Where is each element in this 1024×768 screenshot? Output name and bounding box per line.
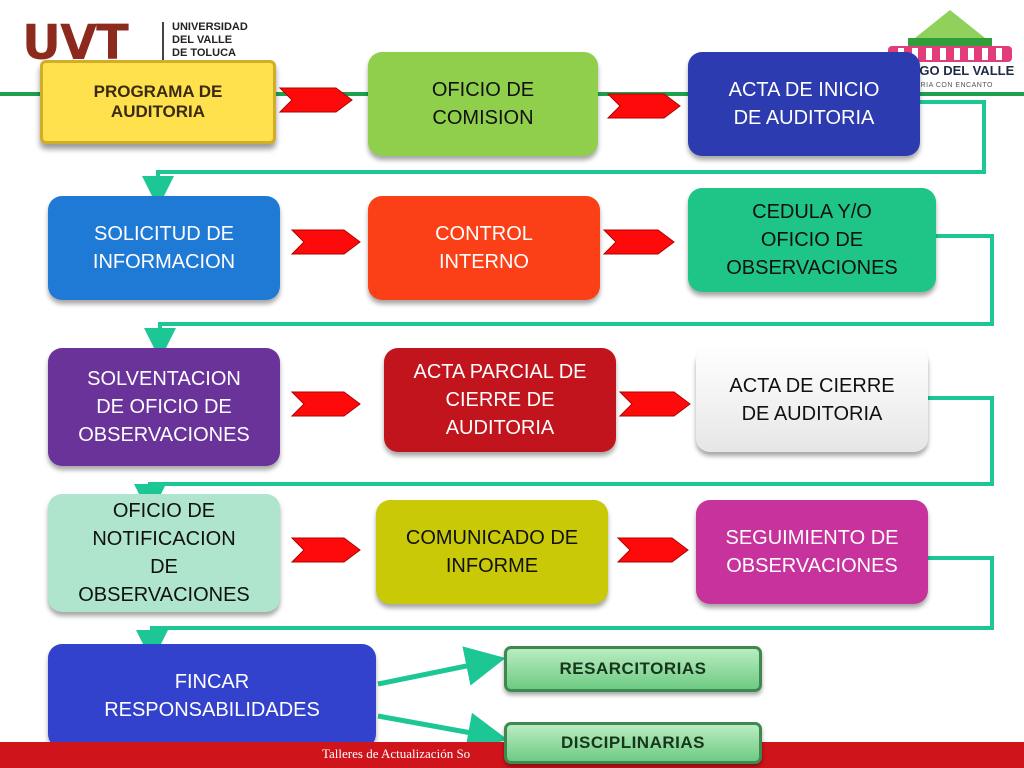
step-programa-de-auditoria: PROGRAMA DE AUDITORIA: [40, 60, 276, 144]
step-fincar-responsabilidades: FINCAR RESPONSABILIDADES: [48, 644, 376, 748]
municipality-slogan: TORIA CON ENCANTO: [910, 82, 993, 89]
step-notificacion-label: OFICIO DE NOTIFICACION DE OBSERVACIONES: [78, 500, 250, 606]
step-oficio-de-comision: OFICIO DE COMISION: [368, 52, 598, 156]
connector-row3-row4: [134, 396, 994, 516]
uvt-logo-divider: [162, 22, 164, 68]
step-seguimiento-label: SEGUIMIENTO DE OBSERVACIONES: [725, 527, 899, 577]
step-acta-inicio-label: ACTA DE INICIO DE AUDITORIA: [728, 79, 880, 129]
step-acta-parcial-de-cierre: ACTA PARCIAL DE CIERRE DE AUDITORIA: [384, 348, 616, 452]
step-cedula-label: CEDULA Y/O OFICIO DE OBSERVACIONES: [726, 201, 898, 279]
footer-text: Talleres de Actualización So: [322, 746, 471, 761]
arrow-control-cedula: [602, 229, 675, 255]
connector-row4-row5: [136, 556, 994, 662]
uvt-logo-mark: UVT: [22, 15, 129, 71]
arrow-programa-oficio: [278, 87, 353, 113]
step-solventacion-label: SOLVENTACION DE OFICIO DE OBSERVACIONES: [78, 368, 250, 446]
step-solventacion: SOLVENTACION DE OFICIO DE OBSERVACIONES: [48, 348, 280, 466]
step-acta-parcial-label: ACTA PARCIAL DE CIERRE DE AUDITORIA: [413, 361, 587, 439]
arrow-acta-parcial-acta-cierre: [618, 391, 691, 417]
step-control-interno-label: CONTROL INTERNO: [435, 223, 533, 273]
step-comunicado-label: COMUNICADO DE INFORME: [405, 527, 579, 577]
outcome-disciplinarias-label: DISCIPLINARIAS: [561, 733, 705, 752]
arrow-solventacion-acta-parcial: [290, 391, 361, 417]
outcome-resarcitorias-label: RESARCITORIAS: [559, 659, 707, 678]
step-fincar-label: FINCAR RESPONSABILIDADES: [104, 671, 320, 721]
connector-row1-row2: [142, 100, 986, 208]
step-comunicado-de-informe: COMUNICADO DE INFORME: [376, 500, 608, 604]
uvt-logo-name: UNIVERSIDAD DEL VALLE DE TOLUCA: [172, 21, 248, 59]
step-solicitud-label: SOLICITUD DE INFORMACION: [92, 223, 236, 273]
step-acta-de-inicio: ACTA DE INICIO DE AUDITORIA: [688, 52, 920, 156]
arrow-solicitud-control: [290, 229, 361, 255]
municipality-emblem-icon: [888, 10, 1012, 62]
step-oficio-de-notificacion: OFICIO DE NOTIFICACION DE OBSERVACIONES: [48, 494, 280, 612]
arrow-comunicado-seguimiento: [616, 537, 689, 563]
step-oficio-comision-label: OFICIO DE COMISION: [431, 79, 535, 129]
uvt-logo: UVT UNIVERSIDAD DEL VALLE DE TOLUCA: [22, 15, 248, 71]
outcome-disciplinarias: DISCIPLINARIAS: [504, 722, 762, 764]
step-control-interno: CONTROL INTERNO: [368, 196, 600, 300]
municipality-logo: NGO DEL VALLE TORIA CON ENCANTO: [880, 4, 1020, 94]
step-acta-cierre-label: ACTA DE CIERRE DE AUDITORIA: [729, 375, 895, 425]
arrow-notificacion-comunicado: [290, 537, 361, 563]
step-cedula-oficio-observaciones: CEDULA Y/O OFICIO DE OBSERVACIONES: [688, 188, 936, 292]
outcome-resarcitorias: RESARCITORIAS: [504, 646, 762, 692]
connector-fincar-resarcitorias: [377, 646, 506, 687]
step-seguimiento-de-observaciones: SEGUIMIENTO DE OBSERVACIONES: [696, 500, 928, 604]
step-solicitud-de-informacion: SOLICITUD DE INFORMACION: [48, 196, 280, 300]
step-acta-de-cierre: ACTA DE CIERRE DE AUDITORIA: [696, 348, 928, 452]
municipality-name: NGO DEL VALLE: [910, 63, 1015, 78]
connector-row2-row3: [144, 234, 994, 360]
connector-fincar-disciplinarias: [377, 712, 508, 753]
arrow-oficio-acta-inicio: [606, 93, 681, 119]
step-programa-label: PROGRAMA DE AUDITORIA: [93, 82, 223, 121]
